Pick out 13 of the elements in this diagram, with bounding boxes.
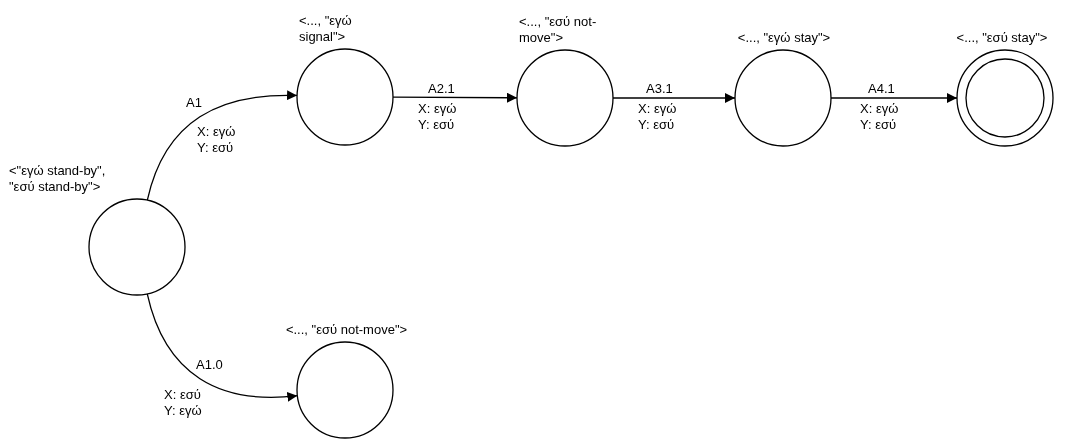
edge-label: A1.0 [196, 358, 223, 372]
edge-label: A3.1 [646, 82, 673, 96]
state-label: <"εγώ stand-by", "εσύ stand-by"> [9, 163, 107, 195]
state-label: <..., "εσύ not-move"> [519, 14, 597, 46]
transition-arrow [146, 293, 298, 402]
state-label: <..., "εσύ not-move"> [284, 322, 409, 338]
state-label: <..., "εγώ signal"> [299, 13, 353, 45]
transition-arrow [146, 90, 298, 201]
state-label: <..., "εσύ stay"> [955, 30, 1049, 46]
edge-label: A4.1 [868, 82, 895, 96]
edge-label: A1 [186, 96, 202, 110]
state-label: <..., "εγώ stay"> [736, 30, 832, 46]
edge-label: A2.1 [428, 82, 455, 96]
